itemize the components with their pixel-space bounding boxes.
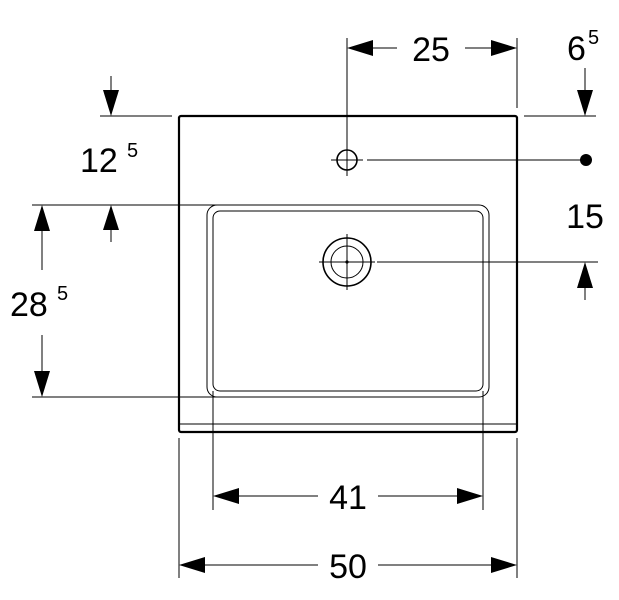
- dimension-superscript: 5: [127, 140, 138, 162]
- arrow-right: [457, 488, 483, 504]
- arrow-right: [491, 557, 517, 573]
- inner-bowl: [206, 204, 490, 398]
- dimension-label: 12: [80, 142, 118, 180]
- arrow-left: [213, 488, 239, 504]
- arrow-left: [347, 40, 373, 56]
- arrow-left: [179, 557, 205, 573]
- drain-center-dot: [345, 260, 349, 264]
- reference-dot: [580, 154, 592, 166]
- dimension-superscript: 5: [57, 283, 68, 305]
- arrow-up: [34, 205, 50, 231]
- basin-outline: [177, 114, 519, 434]
- dimension-right-mid: 15: [377, 198, 604, 300]
- arrow-down: [577, 90, 593, 116]
- arrow-down: [34, 371, 50, 397]
- arrow-down: [103, 90, 119, 116]
- dimension-total-width: 50: [178, 438, 518, 586]
- tap-centre-reference: [367, 154, 592, 166]
- arrow-right: [491, 40, 517, 56]
- bowl-outer-edge: [206, 204, 490, 398]
- drain: [319, 234, 375, 290]
- dimension-basin-width: 41: [212, 391, 484, 517]
- bowl-inner-edge: [212, 210, 484, 392]
- dimension-label: 25: [412, 31, 450, 69]
- dimension-left-top: 12 5: [80, 76, 172, 242]
- dimension-label: 41: [329, 479, 367, 517]
- outer-rim: [177, 114, 519, 434]
- arrow-up: [577, 262, 593, 288]
- arrow-up: [103, 205, 119, 230]
- dimension-label: 28: [10, 286, 48, 324]
- dimension-left-height: 28 5: [10, 204, 234, 398]
- dimension-label: 6: [567, 30, 586, 68]
- dimension-top-right: 6 5: [524, 27, 599, 117]
- dimension-label: 50: [329, 548, 367, 586]
- dimension-label: 15: [566, 198, 604, 236]
- dimension-top-width: 25: [346, 31, 518, 150]
- dimension-superscript: 5: [588, 27, 599, 49]
